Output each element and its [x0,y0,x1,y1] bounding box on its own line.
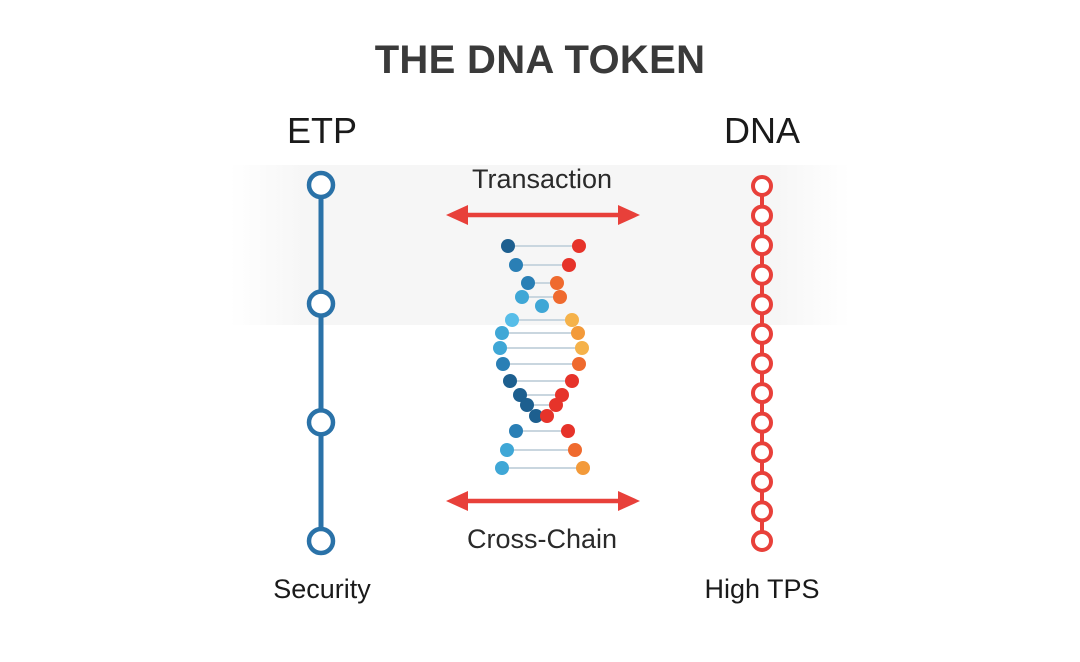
helix-left-base [515,290,529,304]
helix-right-base [568,443,582,457]
page-title: THE DNA TOKEN [374,38,706,82]
dna-chain [751,175,773,552]
dna-node [751,234,773,257]
etp-node [306,526,336,556]
helix-right-base [565,374,579,388]
helix-right-base [571,326,585,340]
helix-left-base [500,443,514,457]
helix-right-base [550,276,564,290]
helix-left-base [529,409,543,423]
arrow-head-left [446,491,468,511]
helix-right-base [549,398,563,412]
helix-left-base [509,424,523,438]
dna-node [751,175,773,197]
helix-left-base [509,258,523,272]
dna-node [751,263,773,286]
helix-left-base [493,341,507,355]
helix-right-base [540,409,554,423]
cross-chain-label: Cross-Chain [466,524,618,554]
dna-node [751,204,773,227]
etp-node [306,408,336,437]
helix-right-base [565,313,579,327]
helix-right-base [575,341,589,355]
helix-left-base [505,313,519,327]
transaction-arrow [446,205,640,225]
high-tps-caption: High TPS [704,574,820,604]
helix-left-base [495,326,509,340]
arrow-head-left [446,205,468,225]
transaction-label: Transaction [471,164,613,194]
helix-left-base [520,398,534,412]
helix-left-base [496,357,510,371]
security-caption: Security [273,574,371,604]
dna-node [751,441,773,464]
arrow-head-right [618,205,640,225]
helix-right-base [562,258,576,272]
dna-node [751,293,773,316]
helix-right-base [576,461,590,475]
helix-right-base [572,239,586,253]
helix-right-base [561,424,575,438]
helix-left-base [501,239,515,253]
etp-node [306,289,336,318]
dna-node [751,322,773,345]
helix-left-base [503,374,517,388]
dna-helix-icon [493,239,590,475]
dna-heading: DNA [723,110,800,151]
etp-chain [306,170,336,556]
dna-node [751,530,773,552]
cross-chain-arrow [446,491,640,511]
arrow-head-right [618,491,640,511]
helix-left-base [513,388,527,402]
dna-node [751,382,773,405]
helix-right-base [572,357,586,371]
helix-base [535,299,549,313]
dna-node [751,500,773,523]
dna-node [751,411,773,434]
etp-node [306,170,336,200]
helix-right-base [553,290,567,304]
etp-heading: ETP [286,110,357,151]
dna-node [751,352,773,375]
helix-left-base [495,461,509,475]
dna-node [751,470,773,493]
helix-left-base [521,276,535,290]
